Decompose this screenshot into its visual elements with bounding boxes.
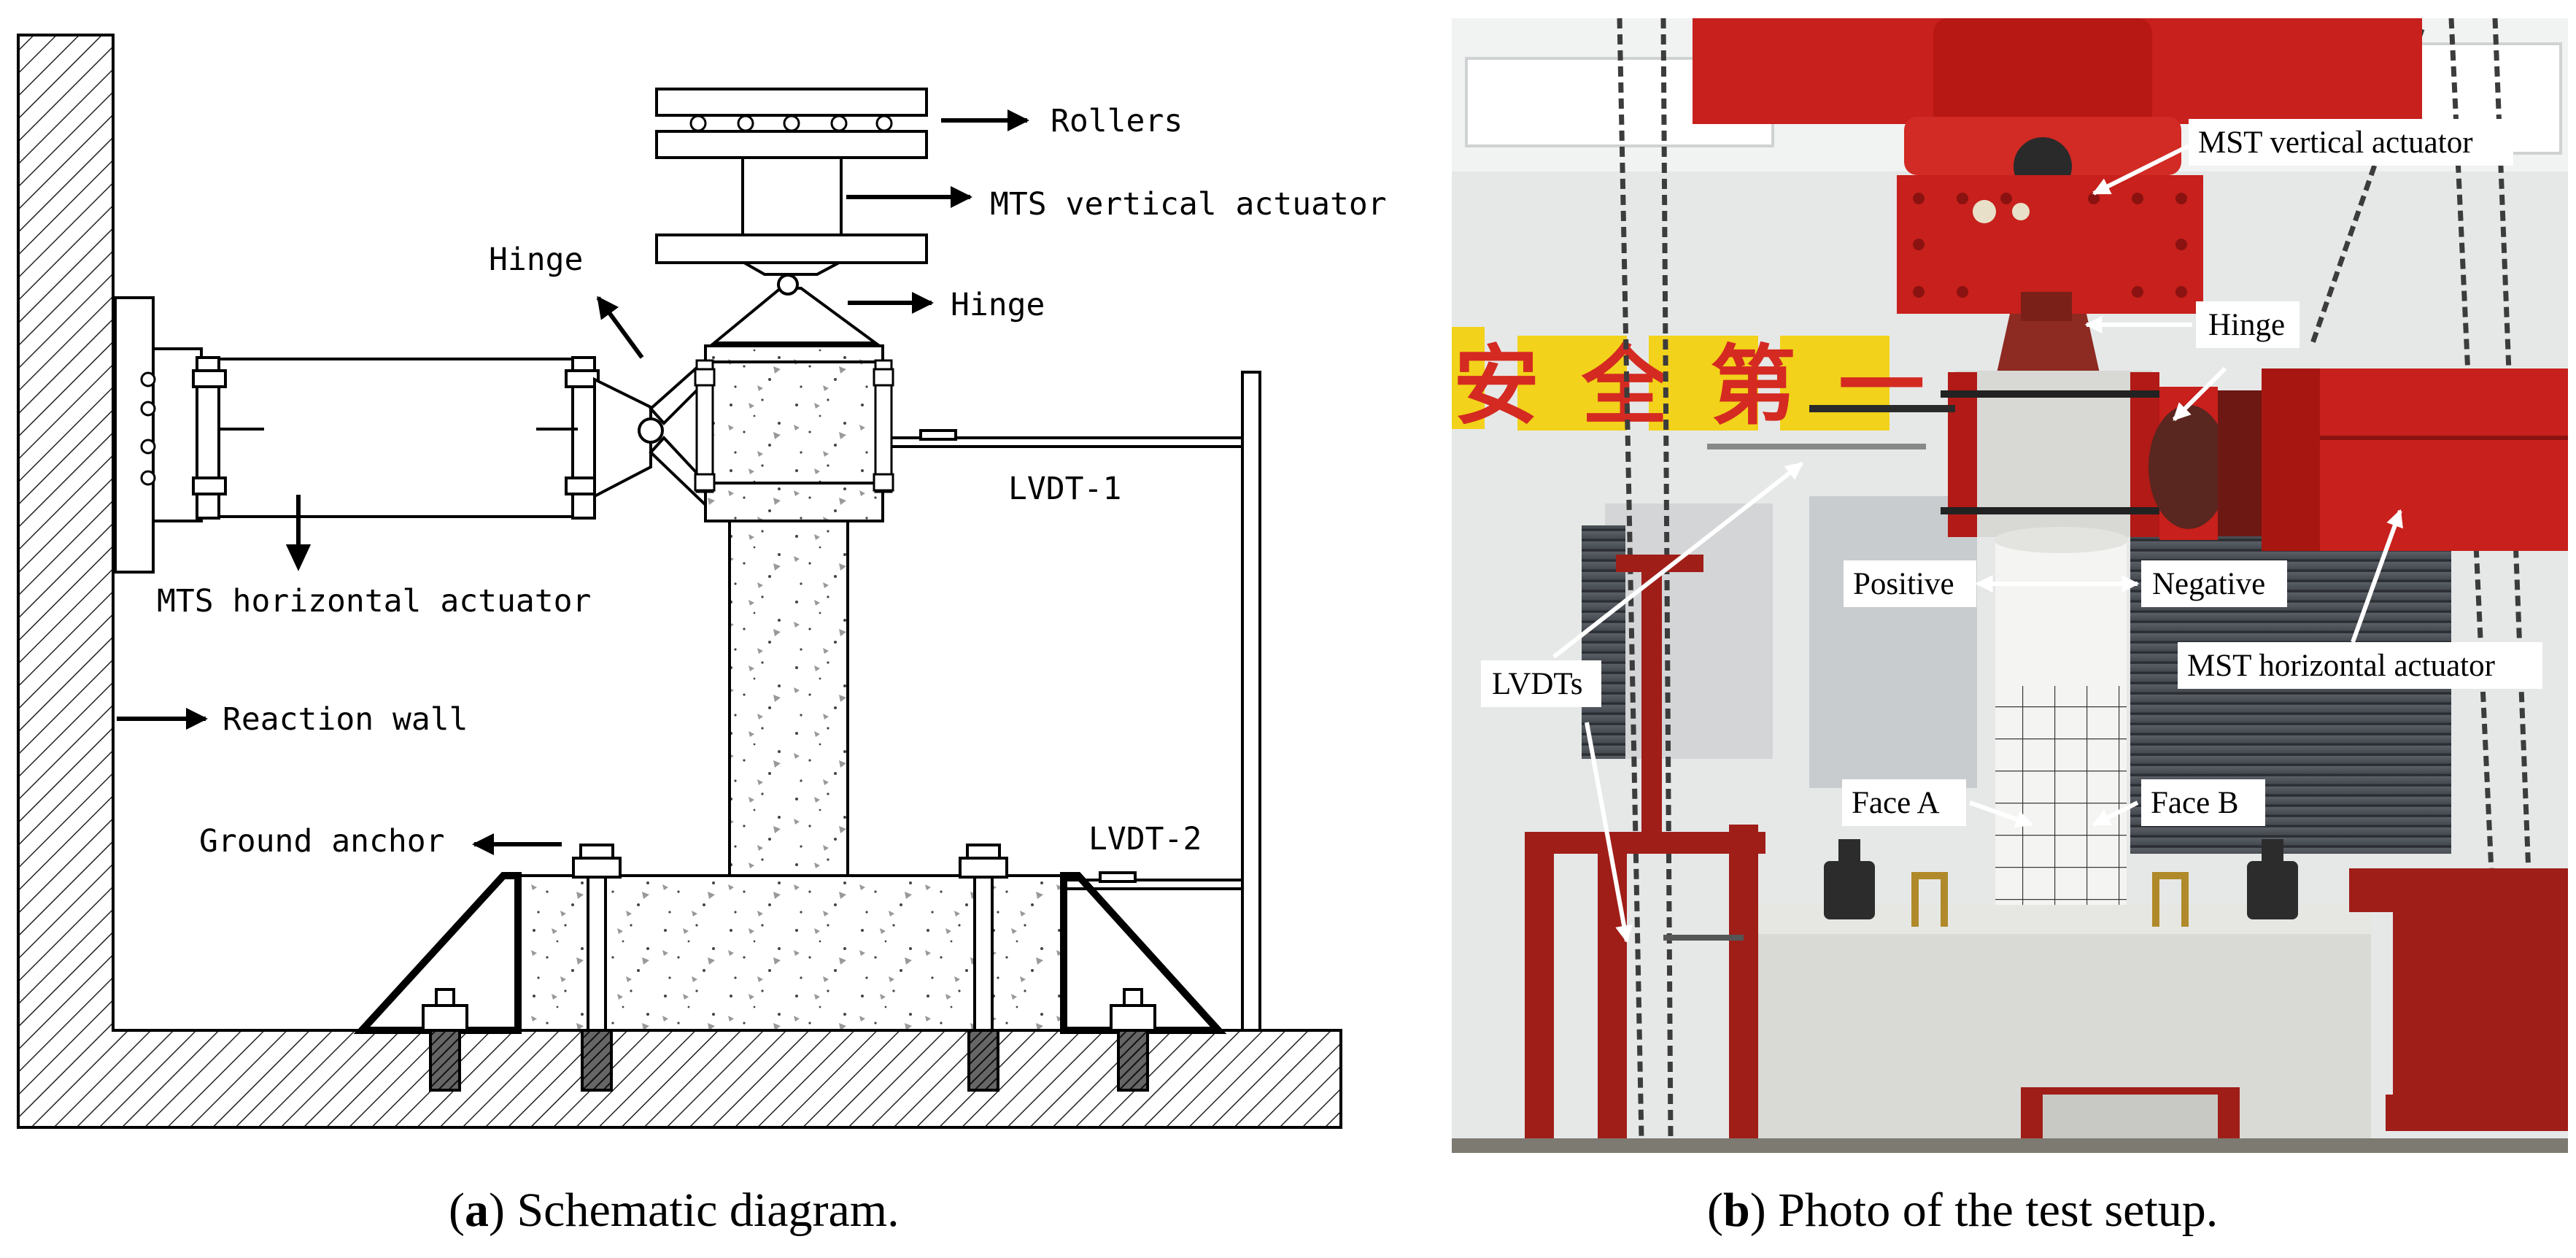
label-hinge-right: Hinge [951,287,1045,323]
arrow-vertical-actuator [2092,144,2190,196]
vertical-actuator [655,88,928,277]
label-hinge-top: Hinge [489,242,583,278]
arrow-lvdts-1 [1552,461,1803,659]
photo-horizontal-actuator [2148,368,2568,551]
photo-anchor-nuts [1824,839,2298,919]
photo-label-hinge: Hinge [2208,308,2285,342]
ground-anchors [422,844,1156,1092]
lvdt-frame [891,371,1261,1032]
reaction-wall [17,34,1342,1129]
arrow-face-b [2092,800,2139,827]
arrow-hinge-photo-2 [2172,366,2227,422]
caption-a: (a) Schematic diagram. [449,1184,900,1237]
caption-b-text: Photo of the test setup. [1778,1184,2218,1237]
hinge-left-arrow [596,296,644,359]
label-ground-anchor: Ground anchor [199,823,445,860]
photo-label-face-b: Face B [2151,786,2239,820]
rollers [689,115,893,132]
label-lvdt1: LVDT-1 [1008,471,1121,507]
label-vertical-actuator: MTS vertical actuator [990,186,1387,223]
arrow-lvdts-2 [1585,722,1633,944]
photo-label-horizontal-actuator: MST horizontal actuator [2187,649,2495,683]
photo-label-negative: Negative [2152,567,2265,601]
label-rollers: Rollers [1051,103,1183,139]
horizontal-actuator [192,356,664,571]
safety-banner: 安全第一 [1452,327,1967,435]
photo-vertical-actuator [1693,18,2422,314]
photo-label-face-a: Face A [1852,786,1940,820]
right-wedge [1060,872,1227,1034]
photo-label-positive: Positive [1853,567,1954,601]
label-horizontal-actuator: MTS horizontal actuator [157,583,591,620]
footing [517,874,1065,1032]
caption-b-letter: b [1723,1184,1750,1237]
photo-red-frames [1525,555,2568,1153]
caption-a-letter: a [465,1184,489,1237]
label-lvdt2: LVDT-2 [1088,821,1202,857]
wall-plate [114,296,155,574]
schematic-panel: Rollers MTS vertical actuator Hinge Hing… [17,34,1387,1129]
column-cap [694,344,894,522]
rc-column [728,520,849,877]
banner-text: 安全第一 [1453,339,1967,435]
photo-label-vertical-actuator: MST vertical actuator [2198,126,2473,160]
caption-b: (b) Photo of the test setup. [1707,1184,2218,1237]
wall-bolts [140,371,156,486]
label-reaction-wall: Reaction wall [223,701,468,738]
caption-a-text: Schematic diagram. [517,1184,899,1237]
photo-panel: 安全第一 [1452,18,2568,1153]
arrow-face-a [1969,800,2034,828]
arrow-horizontal-actuator [2351,509,2403,644]
photo-label-lvdts: LVDTs [1492,667,1582,701]
